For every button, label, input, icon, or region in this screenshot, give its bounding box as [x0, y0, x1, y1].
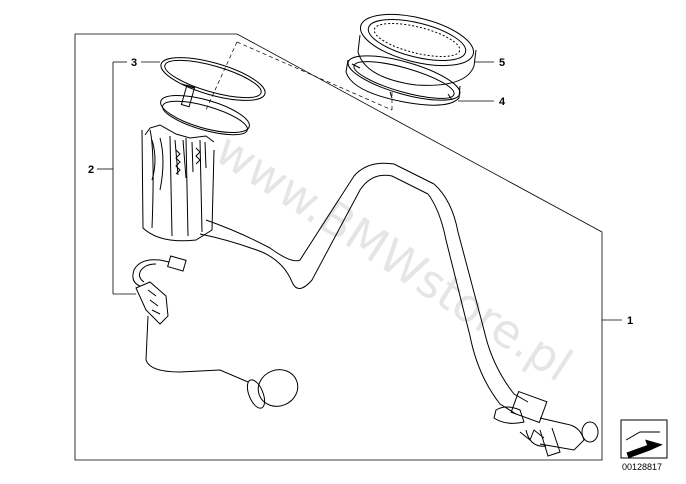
- callout-2: 2: [88, 164, 113, 176]
- callout-label-2: 2: [88, 164, 94, 176]
- arrow-stamp-icon: [620, 419, 668, 459]
- callout-4: 4: [458, 96, 506, 108]
- callout-label-5: 5: [499, 57, 505, 69]
- callout-1: 1: [602, 315, 633, 327]
- gasket-ring-part-3[interactable]: [157, 49, 270, 110]
- callout-label-4: 4: [499, 96, 506, 108]
- fuel-pump-unit[interactable]: [142, 84, 253, 241]
- assembly-frame: [74, 33, 603, 461]
- callout-3: 3: [112, 57, 160, 295]
- watermark-text: www.BMWstore.pl: [206, 122, 582, 392]
- seal-ring-part-4[interactable]: [344, 47, 464, 110]
- alignment-guides: [204, 41, 393, 113]
- fuel-line-part-1[interactable]: [200, 163, 598, 456]
- lock-ring-part-5[interactable]: [355, 5, 478, 86]
- reference-number: 00128817: [622, 462, 662, 472]
- callout-label-1: 1: [627, 315, 633, 327]
- callout-5: 5: [474, 57, 505, 69]
- callout-label-3: 3: [131, 57, 137, 69]
- level-sensor[interactable]: [133, 256, 303, 412]
